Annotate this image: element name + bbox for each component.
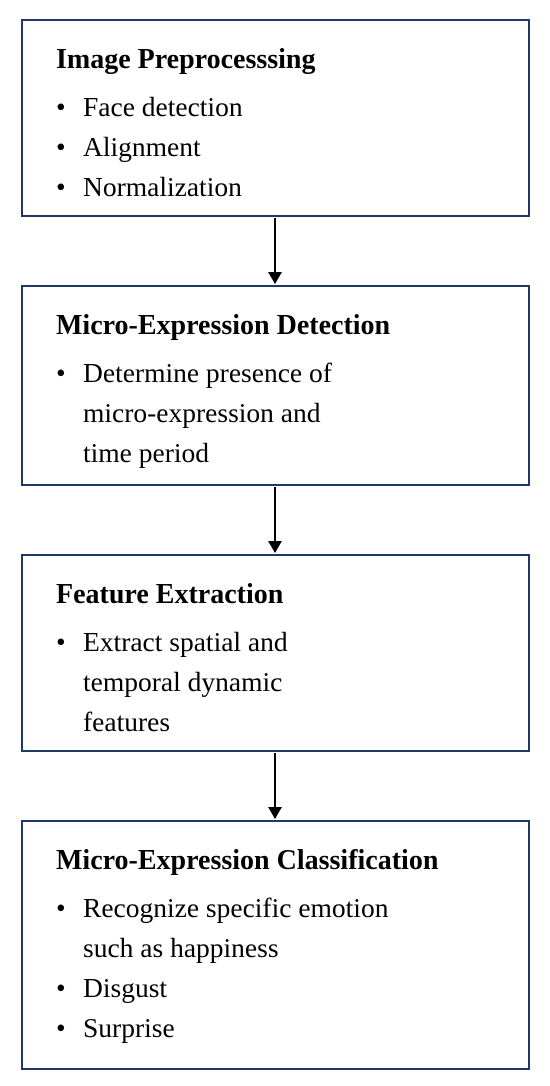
bullet-dot-icon: • — [56, 171, 66, 202]
down-arrow-icon — [268, 218, 282, 284]
arrow-head — [268, 272, 282, 284]
step-box-image-preprocessing: Image Preprocesssing •Face detection •Al… — [21, 19, 530, 217]
step-bullet-list: •Extract spatial and temporal dynamic fe… — [56, 622, 528, 742]
bullet-dot-icon: • — [56, 626, 66, 657]
bullet-dot-icon: • — [56, 972, 66, 1003]
bullet-dot-icon: • — [56, 91, 66, 122]
down-arrow-icon — [268, 753, 282, 819]
bullet-item: •Extract spatial and temporal dynamic fe… — [56, 622, 528, 742]
bullet-item: •Determine presence of micro-expression … — [56, 353, 528, 473]
bullet-item: •Recognize specific emotion such as happ… — [56, 888, 528, 968]
step-box-micro-expression-classification: Micro-Expression Classification •Recogni… — [21, 820, 530, 1070]
step-bullet-list: •Recognize specific emotion such as happ… — [56, 888, 528, 1048]
down-arrow-icon — [268, 487, 282, 553]
bullet-item: •Normalization — [56, 167, 528, 207]
step-title: Micro-Expression Detection — [56, 310, 391, 341]
arrow-head — [268, 541, 282, 553]
bullet-dot-icon: • — [56, 357, 66, 388]
bullet-dot-icon: • — [56, 1012, 66, 1043]
bullet-item: •Surprise — [56, 1008, 528, 1048]
step-bullet-list: •Face detection •Alignment •Normalizatio… — [56, 87, 528, 207]
bullet-item: •Face detection — [56, 87, 528, 127]
step-box-feature-extraction: Feature Extraction •Extract spatial and … — [21, 554, 530, 752]
bullet-item: •Alignment — [56, 127, 528, 167]
step-title: Feature Extraction — [56, 579, 284, 610]
step-title: Micro-Expression Classification — [56, 845, 439, 876]
step-title: Image Preprocesssing — [56, 44, 316, 75]
bullet-dot-icon: • — [56, 892, 66, 923]
step-bullet-list: •Determine presence of micro-expression … — [56, 353, 528, 473]
arrow-head — [268, 807, 282, 819]
bullet-item: •Disgust — [56, 968, 528, 1008]
bullet-dot-icon: • — [56, 131, 66, 162]
step-box-micro-expression-detection: Micro-Expression Detection •Determine pr… — [21, 285, 530, 486]
